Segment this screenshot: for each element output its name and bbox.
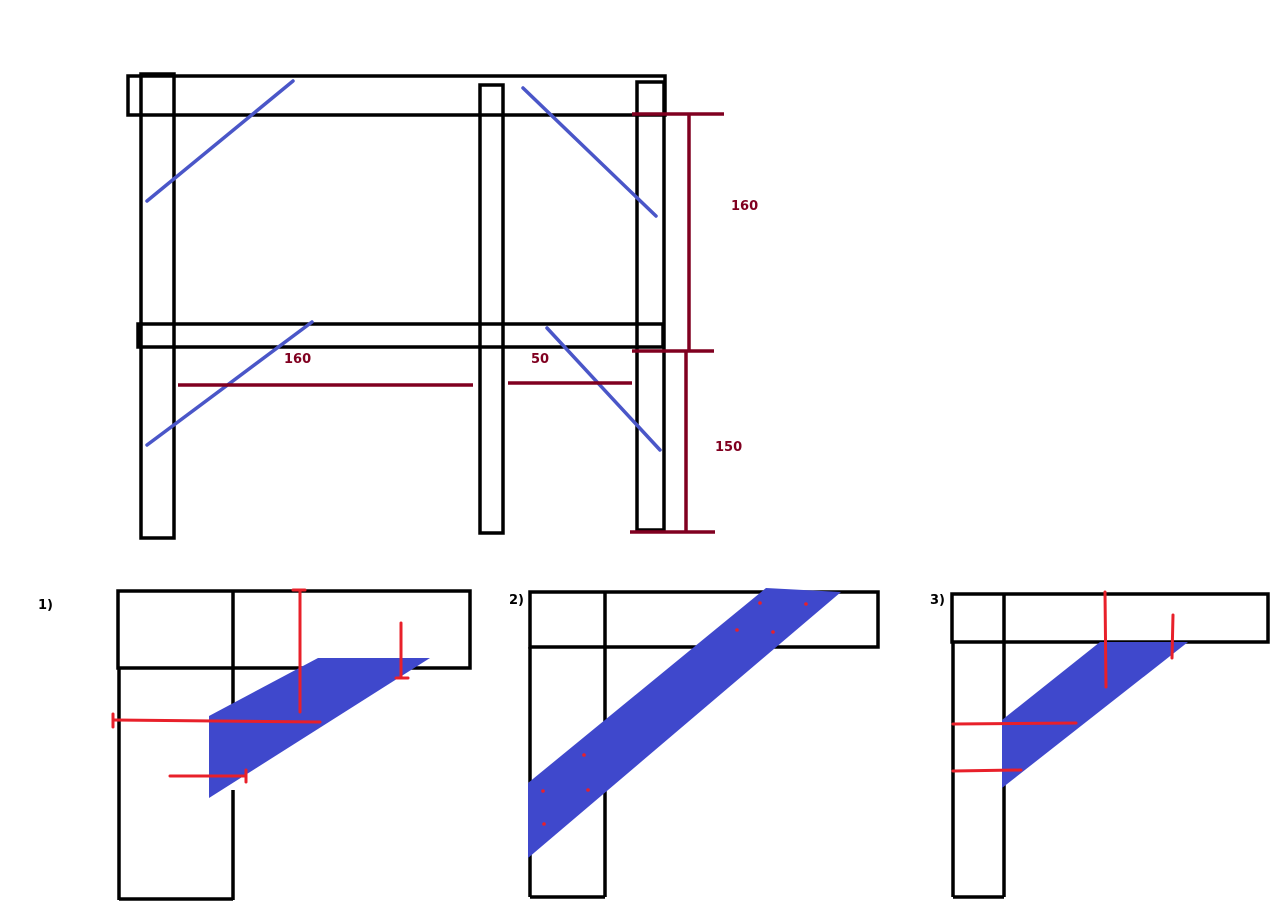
right-column xyxy=(635,80,666,532)
variant-2-gusset-plate xyxy=(528,588,841,858)
variant-1-beam xyxy=(116,589,472,670)
left-column xyxy=(139,72,176,540)
dimension-labels: 160 150 160 50 xyxy=(284,199,758,455)
right-bay-width-label: 50 xyxy=(531,352,549,367)
variant-2-bolt xyxy=(541,789,545,793)
variant-3-marker-a xyxy=(1103,590,1108,689)
variant-3-marker-c xyxy=(951,721,1078,726)
variant-1-members xyxy=(116,589,472,901)
variant-3-marker-d xyxy=(951,768,1023,773)
brace-top-right xyxy=(521,86,658,218)
variant-1-weld-markers xyxy=(111,588,410,784)
variant-3-members xyxy=(950,592,1270,899)
variant-2-bolt-markers xyxy=(541,601,808,826)
variant-3-connection: 3) xyxy=(930,590,1270,899)
variant-1-label: 1) xyxy=(38,598,53,613)
brace-bottom-right xyxy=(545,326,662,452)
top-beam xyxy=(126,74,667,117)
variant-2-bolt xyxy=(771,630,775,634)
variant-2-bolt xyxy=(586,788,590,792)
diagonal-braces xyxy=(145,79,662,452)
dimension-lines xyxy=(178,112,724,534)
middle-column xyxy=(478,83,505,535)
left-bay-width-label: 160 xyxy=(284,352,311,367)
variant-3-gusset-plate xyxy=(1002,642,1188,788)
middle-beam xyxy=(136,322,665,349)
variant-1-connection: 1) xyxy=(38,588,472,901)
variant-2-bolt xyxy=(582,753,586,757)
variant-3-weld-markers xyxy=(951,590,1175,773)
frame-elevation: 160 150 160 50 xyxy=(126,72,758,540)
variant-3-marker-b xyxy=(1170,613,1175,660)
brace-top-left xyxy=(145,79,295,203)
variant-3-label: 3) xyxy=(930,593,945,608)
variant-2-connection: 2) xyxy=(509,588,880,899)
lower-height-label: 150 xyxy=(715,440,742,455)
frame-members xyxy=(126,72,667,540)
variant-2-bolt xyxy=(804,602,808,606)
variant-2-bolt xyxy=(735,628,739,632)
variant-2-label: 2) xyxy=(509,593,524,608)
variant-2-bolt xyxy=(758,601,762,605)
variant-1-marker-c xyxy=(111,718,322,724)
variant-1-gusset-plate xyxy=(209,658,430,798)
variant-2-bolt xyxy=(542,822,546,826)
upper-height-label: 160 xyxy=(731,199,758,214)
variant-3-beam xyxy=(950,592,1270,644)
